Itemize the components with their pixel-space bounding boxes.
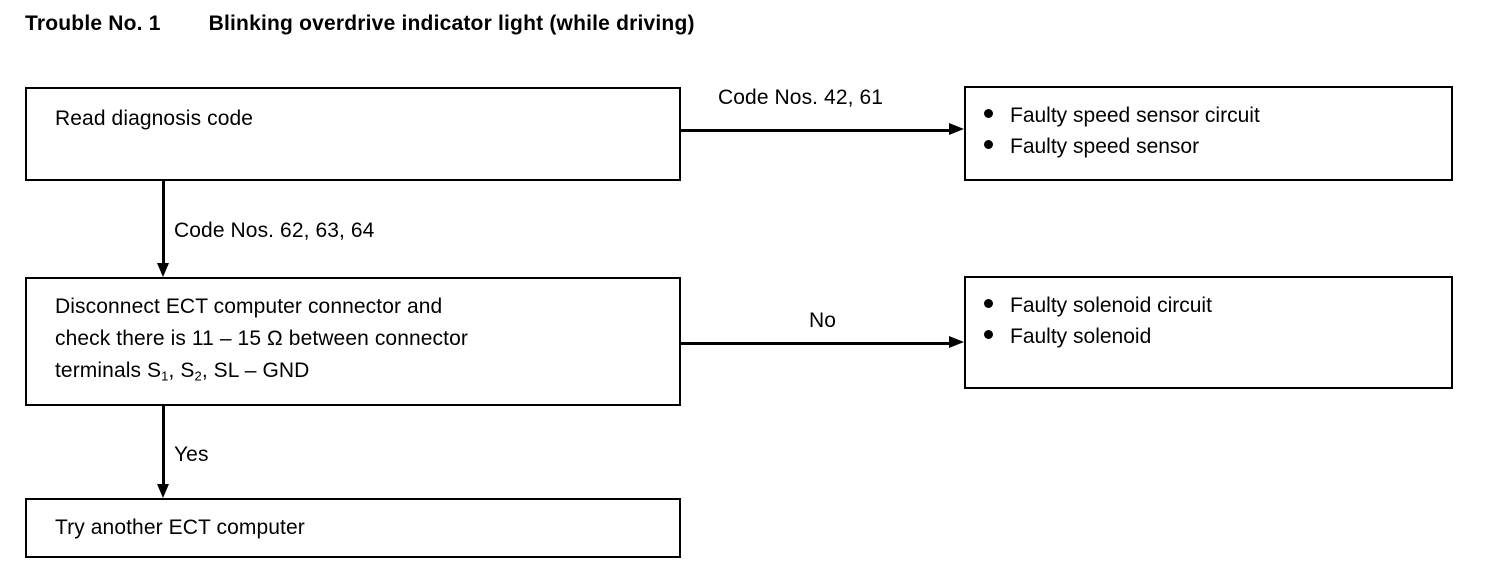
node-line: Read diagnosis code (55, 107, 254, 130)
speed-sensor-fault-list: Faulty speed sensor circuit Faulty speed… (984, 100, 1260, 162)
arrowhead-icon (157, 263, 169, 277)
bullet-icon (984, 140, 993, 149)
node-check-resistance[interactable]: Disconnect ECT computer connector and ch… (25, 277, 681, 406)
list-item-label: Faulty solenoid (1010, 325, 1152, 348)
node-try-another-computer-text: Try another ECT computer (55, 512, 669, 544)
subscript-1: 1 (161, 368, 169, 384)
node-line-3: terminals S1, S2, SL – GND (55, 355, 669, 393)
resistance-text-b: 15 (231, 327, 268, 350)
list-item: Faulty solenoid circuit (984, 290, 1212, 321)
list-item: Faulty solenoid (984, 321, 1212, 352)
node-try-another-computer[interactable]: Try another ECT computer (25, 498, 681, 558)
node-speed-sensor-faults[interactable]: Faulty speed sensor circuit Faulty speed… (964, 86, 1453, 181)
trouble-description: Blinking overdrive indicator light (whil… (208, 12, 695, 35)
arrowhead-icon (949, 123, 964, 135)
edge-label-code-62-63-64: Code Nos. 62, 63, 64 (174, 219, 375, 242)
node-line-2: check there is 11 – 15 Ω between connect… (55, 323, 669, 355)
node-solenoid-faults[interactable]: Faulty solenoid circuit Faulty solenoid (964, 276, 1453, 389)
list-item-label: Faulty solenoid circuit (1010, 294, 1212, 317)
terminals-text-b: , S (168, 359, 195, 382)
terminals-text-d: GND (256, 359, 310, 382)
arrowhead-icon (157, 484, 169, 498)
connector-line (681, 129, 951, 132)
solenoid-fault-list: Faulty solenoid circuit Faulty solenoid (984, 290, 1212, 352)
list-item: Faulty speed sensor circuit (984, 100, 1260, 131)
node-read-diagnosis-code-text: Read diagnosis code (55, 103, 669, 135)
list-item-label: Faulty speed sensor circuit (1010, 104, 1260, 127)
connector-line (162, 181, 165, 265)
node-read-diagnosis-code[interactable]: Read diagnosis code (25, 87, 681, 181)
bullet-icon (984, 330, 993, 339)
node-line: Try another ECT computer (55, 516, 305, 539)
edge-label-yes: Yes (174, 443, 209, 466)
subscript-2: 2 (194, 368, 202, 384)
trouble-number-label: Trouble No. 1 (25, 12, 161, 35)
list-item: Faulty speed sensor (984, 131, 1260, 162)
resistance-text-a: check there is 11 (55, 327, 220, 350)
en-dash-2: – (244, 359, 257, 382)
page-title: Trouble No. 1 Blinking overdrive indicat… (25, 12, 695, 36)
edge-label-no: No (809, 309, 837, 332)
bullet-icon (984, 299, 993, 308)
terminals-text-c: , SL (201, 359, 245, 382)
ohm-symbol: Ω (267, 327, 283, 350)
bullet-icon (984, 109, 993, 118)
arrowhead-icon (949, 336, 964, 348)
edge-label-code-42-61: Code Nos. 42, 61 (718, 86, 884, 109)
node-check-resistance-text: Disconnect ECT computer connector and ch… (55, 291, 669, 393)
list-item-label: Faulty speed sensor (1010, 135, 1200, 158)
terminals-text-a: terminals S (55, 359, 162, 382)
node-line-1: Disconnect ECT computer connector and (55, 295, 443, 318)
resistance-text-c: between connector (282, 327, 468, 350)
connector-line (681, 342, 951, 345)
en-dash: – (219, 327, 232, 350)
connector-line (162, 406, 165, 486)
